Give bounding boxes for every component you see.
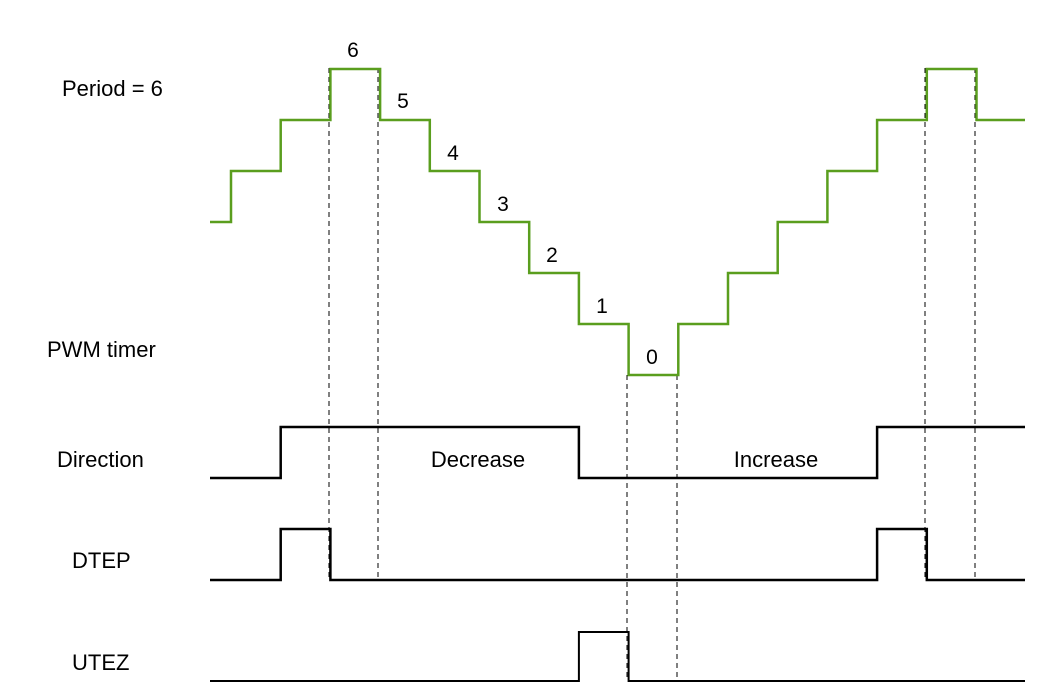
dtep-label: DTEP [72, 548, 131, 573]
direction-trace [210, 425, 1025, 480]
timer-value-6: 6 [347, 39, 359, 62]
dtep-trace [210, 527, 1025, 582]
direction-label: Direction [57, 447, 144, 472]
timer-value-5: 5 [397, 90, 409, 113]
increase-region-label: Increase [734, 447, 818, 472]
timer-value-1: 1 [596, 295, 608, 318]
pwm-timer-label: PWM timer [47, 337, 156, 362]
timer-value-4: 4 [447, 142, 459, 165]
timer-value-2: 2 [546, 244, 558, 267]
timer-value-labels: 6 5 4 3 2 1 0 [347, 39, 658, 369]
guide-lines [328, 68, 976, 680]
pwm-timer-trace [210, 67, 1025, 377]
period-label: Period = 6 [62, 76, 163, 101]
utez-label: UTEZ [72, 650, 129, 675]
timer-value-3: 3 [497, 193, 509, 216]
utez-trace [210, 631, 1025, 682]
decrease-region-label: Decrease [431, 447, 525, 472]
timer-value-0: 0 [646, 346, 658, 369]
